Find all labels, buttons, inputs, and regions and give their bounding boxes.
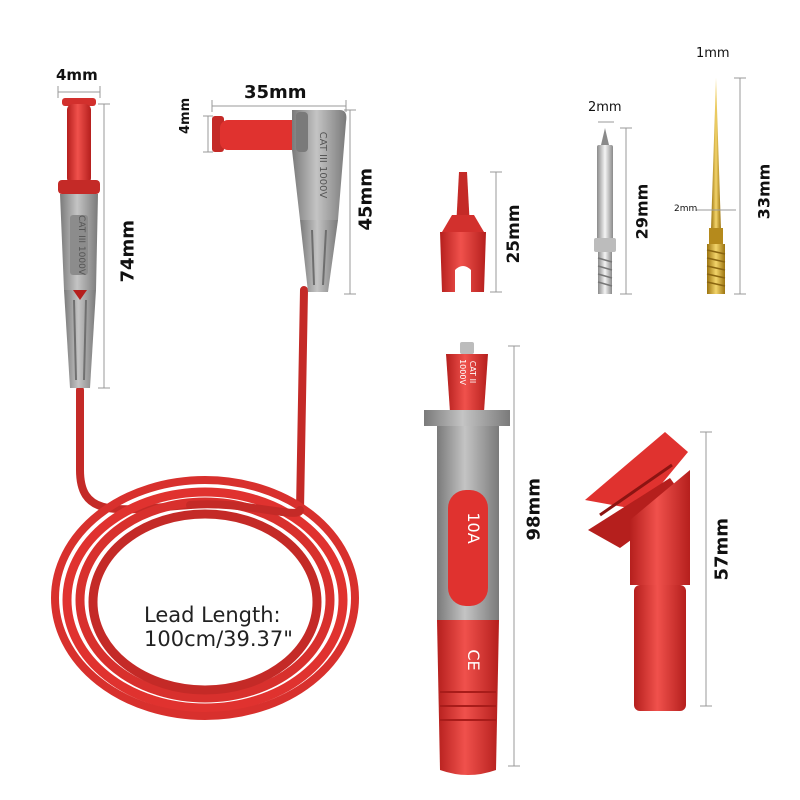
- lead-length-line2: 100cm/39.37": [144, 627, 293, 651]
- sleeve-length-label: 25mm: [504, 204, 524, 264]
- probe-rating-text: 10A: [464, 512, 483, 543]
- straight-plug-housing-text: CAT III 1000V: [76, 215, 86, 276]
- alligator-length-label: 57mm: [711, 517, 733, 581]
- lead-length-caption: Lead Length: 100cm/39.37": [144, 603, 293, 651]
- alligator-clip: [585, 432, 690, 711]
- silver-probe-pin: [594, 128, 616, 294]
- gold-pin-shank-label: 2mm: [674, 204, 698, 214]
- insulating-sleeve: [440, 172, 486, 292]
- right-angle-banana-plug: [212, 110, 347, 292]
- probe-length-label: 98mm: [523, 477, 545, 541]
- probe-cat-text: CAT II: [468, 361, 477, 384]
- straight-plug-length-label: 74mm: [117, 219, 139, 283]
- test-lead-cable: [51, 286, 359, 720]
- angled-plug-width-label: 35mm: [244, 82, 307, 103]
- dimension-lines: [57, 77, 746, 767]
- gold-pin-tip-label: 1mm: [696, 46, 730, 61]
- straight-plug-width-label: 4mm: [56, 66, 98, 84]
- gold-probe-pin: [706, 78, 726, 294]
- angled-plug-height-label: 45mm: [355, 167, 377, 231]
- lead-length-line1: Lead Length:: [144, 603, 281, 627]
- angled-plug-plug-label: 4mm: [178, 97, 193, 134]
- probe-volt-text: 1000V: [458, 359, 467, 385]
- test-probe: [424, 342, 510, 775]
- silver-pin-length-label: 29mm: [632, 183, 652, 240]
- silver-pin-tip-label: 2mm: [588, 100, 622, 115]
- probe-ce-text: CE: [464, 649, 483, 670]
- gold-pin-length-label: 33mm: [754, 163, 774, 220]
- straight-banana-plug: [58, 98, 100, 388]
- angled-plug-housing-text: CAT III 1000V: [317, 132, 328, 199]
